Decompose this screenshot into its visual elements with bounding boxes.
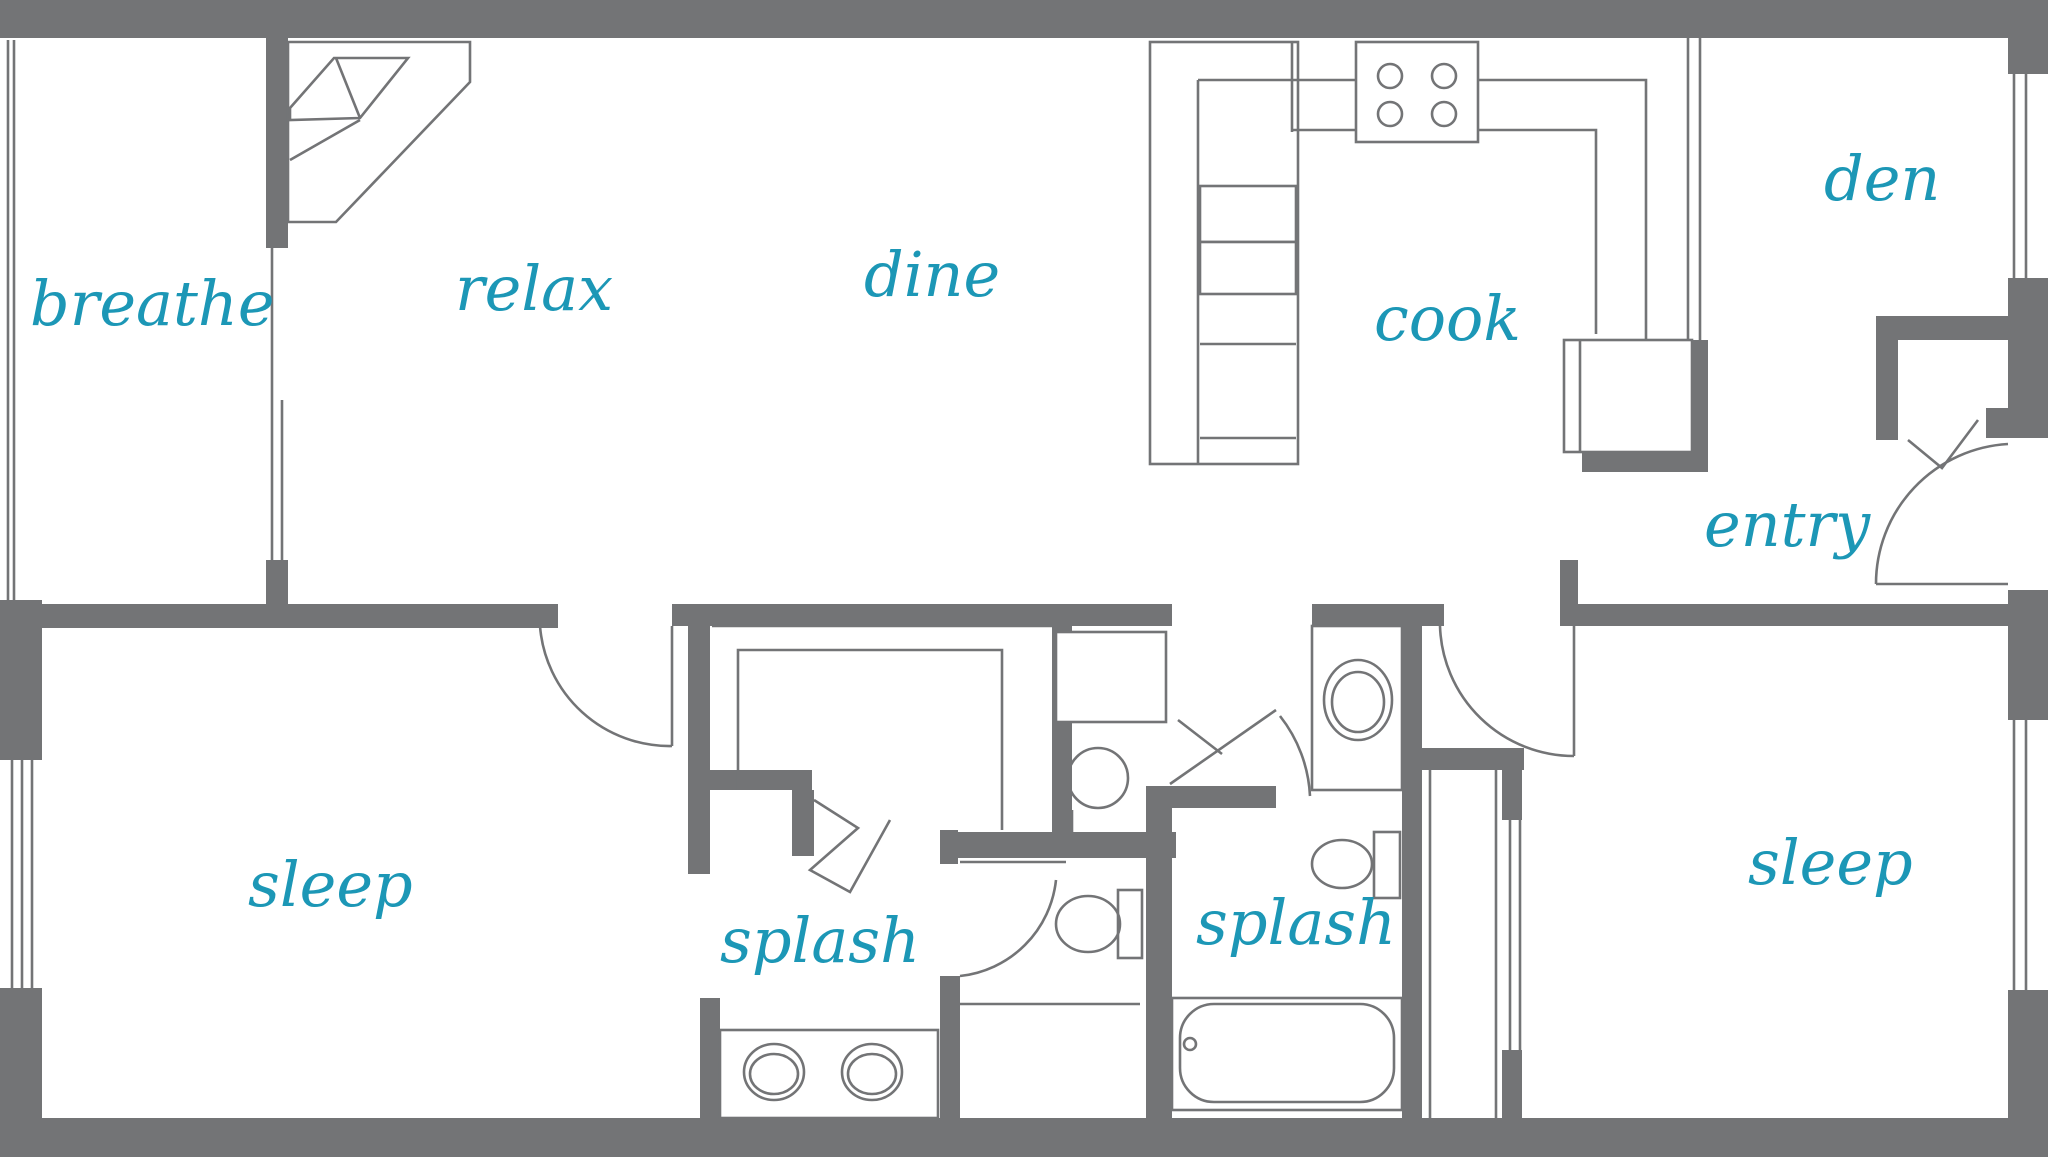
room-label-entry: entry [1704,488,1871,561]
left-bath-fixtures [712,624,1168,1120]
door-swings [538,419,2009,978]
room-label-cook: cook [1374,282,1521,355]
room-label-den: den [1824,142,1940,215]
room-label-dine: dine [864,238,1000,311]
room-label-relax: relax [455,252,613,325]
closet-doors [807,770,1522,1118]
room-label-splash-right: splash [1196,886,1396,959]
fireplace [286,40,472,224]
room-label-sleep-right: sleep [1748,826,1913,899]
room-label-breathe: breathe [30,267,275,340]
kitchen [1148,38,1702,466]
right-bath-fixtures [1170,624,1404,1112]
interior-walls [0,38,2008,1118]
room-labels: breathe relax dine cook den entry sleep … [30,142,1940,977]
room-label-splash-left: splash [720,904,920,977]
windows [6,40,2028,990]
room-label-sleep-left: sleep [248,848,413,921]
